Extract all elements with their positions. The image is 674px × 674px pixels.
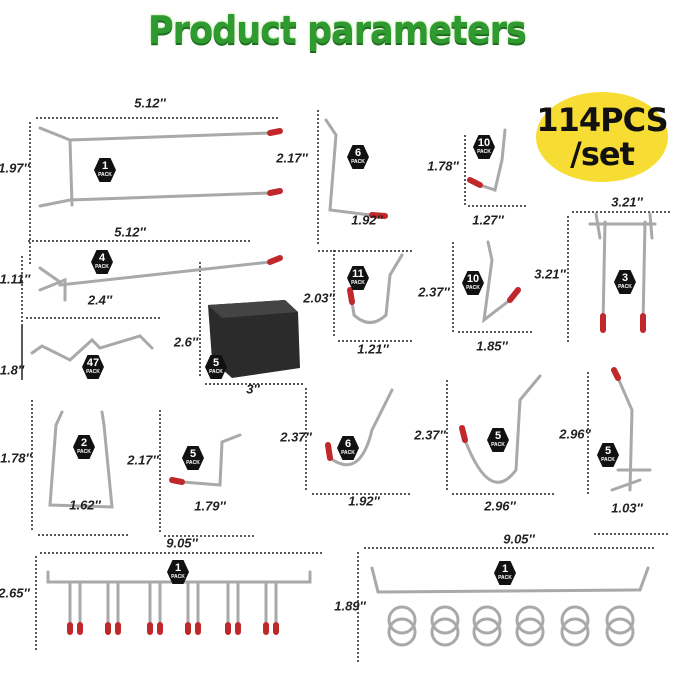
- wire-clip-width-label: 2.4″: [87, 292, 113, 308]
- pack-count: 10: [466, 273, 480, 285]
- pack-label: PACK: [209, 369, 223, 375]
- storage-bin-width-label: 3″: [246, 381, 260, 397]
- u-hook-height-label: 2.03″: [303, 290, 335, 306]
- pack-label: PACK: [498, 575, 512, 581]
- ring-rack-width-label: 9.05″: [503, 531, 535, 547]
- storage-bin-height-label: 2.6″: [173, 334, 199, 350]
- pack-count: 5: [494, 430, 502, 442]
- double-prong-hook-height-label: 3.21″: [534, 266, 566, 282]
- double-hook-height-label: 1.97″: [0, 160, 30, 176]
- j-hook-large-width-label: 2.96″: [484, 498, 516, 514]
- straight-hook-width-label: 1.03″: [611, 500, 643, 516]
- single-hook-width-label: 5.12″: [114, 224, 146, 240]
- pack-count: 3: [621, 272, 629, 284]
- j-hook-height-label: 2.37″: [280, 429, 312, 445]
- pack-label: PACK: [95, 264, 109, 270]
- pack-count: 47: [86, 357, 100, 369]
- straight-hook-height-label: 2.96″: [559, 426, 591, 442]
- pack-count: 6: [354, 147, 362, 159]
- pack-count: 1: [101, 160, 109, 172]
- rubber-tips: [67, 128, 646, 635]
- pack-label: PACK: [601, 457, 615, 463]
- piece-count: 114PCS: [536, 101, 668, 139]
- pack-count: 10: [477, 137, 491, 149]
- pack-label: PACK: [98, 172, 112, 178]
- ring-rack-height-label: 1.89″: [334, 598, 366, 614]
- pack-label: PACK: [491, 442, 505, 448]
- double-prong-hook-width-label: 3.21″: [611, 194, 643, 210]
- l-hook-small-width-label: 1.79″: [194, 498, 226, 514]
- pack-count: 1: [174, 562, 182, 574]
- angled-hook-height-label: 2.37″: [418, 284, 450, 300]
- pack-label: PACK: [186, 460, 200, 466]
- storage-bin-shape: [208, 300, 300, 378]
- pack-count: 5: [212, 357, 220, 369]
- pack-count: 4: [98, 252, 106, 264]
- pack-label: PACK: [466, 285, 480, 291]
- pack-label: PACK: [77, 449, 91, 455]
- double-hook-width-label: 5.12″: [134, 95, 166, 111]
- piece-count-badge: 114PCS /set: [536, 92, 669, 182]
- loop-hook-height-label: 1.78″: [0, 450, 32, 466]
- small-hook-width-label: 1.27″: [472, 212, 504, 228]
- l-hook-height-label: 2.17″: [276, 150, 308, 166]
- pack-count: 5: [189, 448, 197, 460]
- multi-hook-rack-width-label: 9.05″: [166, 535, 198, 551]
- pack-label: PACK: [171, 574, 185, 580]
- pack-label: PACK: [351, 280, 365, 286]
- pack-count: 6: [344, 438, 352, 450]
- loop-hook-width-label: 1.62″: [69, 497, 101, 513]
- pack-label: PACK: [86, 369, 100, 375]
- small-hook-height-label: 1.78″: [427, 158, 459, 174]
- pack-label: PACK: [618, 284, 632, 290]
- pack-label: PACK: [351, 159, 365, 165]
- dimension-lines: [21, 110, 670, 662]
- pack-count: 11: [352, 268, 364, 280]
- pack-label: PACK: [341, 450, 355, 456]
- multi-hook-rack-height-label: 2.65″: [0, 585, 30, 601]
- l-hook-width-label: 1.92″: [351, 212, 383, 228]
- angled-hook-width-label: 1.85″: [476, 338, 508, 354]
- pack-count: 1: [501, 563, 509, 575]
- single-hook-height-label: 1.11″: [0, 271, 31, 287]
- pack-count: 2: [80, 437, 88, 449]
- j-hook-width-label: 1.92″: [348, 493, 380, 509]
- pack-label: PACK: [477, 149, 491, 155]
- hook-shapes: [30, 118, 657, 647]
- wire-clip-height-label: 1.8″: [0, 362, 25, 378]
- pack-count: 5: [604, 445, 612, 457]
- piece-unit: /set: [570, 135, 635, 173]
- l-hook-small-height-label: 2.17″: [127, 452, 159, 468]
- j-hook-large-height-label: 2.37″: [414, 427, 446, 443]
- u-hook-width-label: 1.21″: [357, 341, 389, 357]
- page-title: Product parameters: [148, 8, 527, 52]
